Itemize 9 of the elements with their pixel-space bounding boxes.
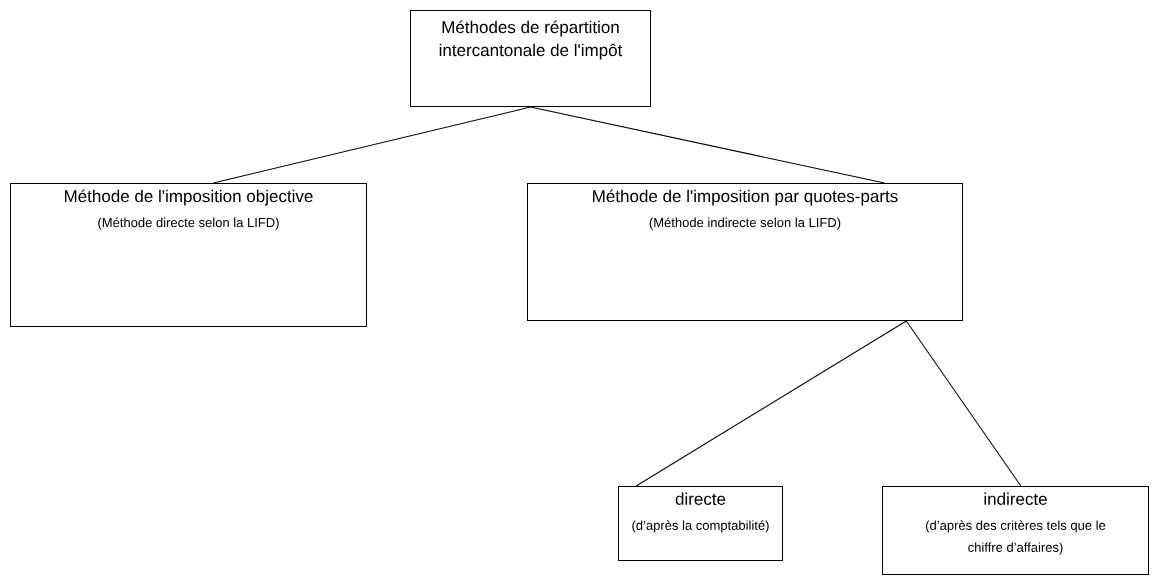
connector-line [530, 106, 886, 184]
connector-line [213, 106, 531, 184]
box: indirecte (d’après des critères tels que le chiffre d’affaires) [882, 486, 1149, 575]
box: Méthodes de répartition intercantonale de l'impôt [410, 10, 651, 107]
connector-line [905, 320, 1022, 487]
connector-line [635, 320, 907, 487]
box: directe (d’après la comptabilité) [618, 486, 783, 561]
box: Méthode de l'imposition par quotes-parts (Méthode indirecte selon la LIFD) [527, 183, 963, 321]
box: Méthode de l'imposition objective (Méthode directe selon la LIFD) [10, 183, 367, 327]
